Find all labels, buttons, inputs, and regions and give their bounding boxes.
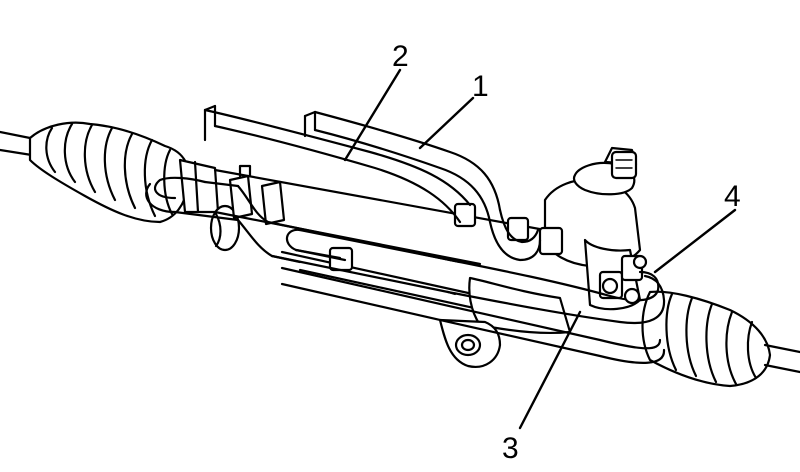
- leader-line-1: [418, 96, 475, 150]
- callout-4: 4: [724, 180, 741, 213]
- callout-labels: 1 2 3 4: [392, 40, 741, 465]
- leader-line-2: [343, 68, 402, 162]
- leader-line-4: [653, 208, 737, 274]
- leader-line-3: [518, 310, 582, 430]
- callout-2: 2: [392, 40, 409, 73]
- callout-1: 1: [472, 70, 489, 103]
- upper-lines: [203, 104, 542, 262]
- left-bellows-boot: [28, 121, 191, 224]
- callout-3: 3: [502, 432, 519, 465]
- right-line-nuts: [601, 254, 648, 305]
- leader-lines: [343, 68, 737, 430]
- right-bellows-boot: [641, 290, 772, 388]
- bottom-mounting-ear: [438, 318, 502, 368]
- right-tie-rod: [763, 343, 800, 374]
